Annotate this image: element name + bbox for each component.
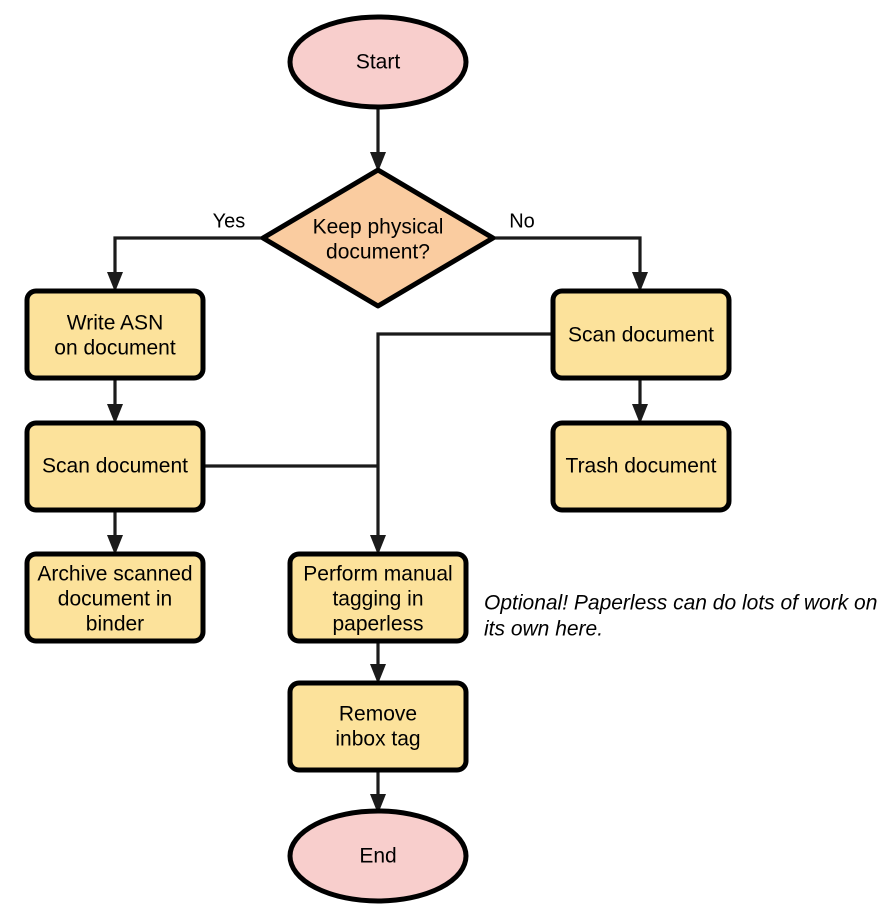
decision-diamond[interactable] (260, 167, 496, 309)
edge-label-yes: Yes (213, 210, 246, 232)
archive-box[interactable] (24, 551, 206, 644)
arrowhead-icon (370, 152, 386, 172)
node-write-asn-label-line2: on document (54, 337, 176, 360)
arrowhead-icon (370, 664, 386, 684)
node-remove-inbox-label-line2: inbox tag (335, 728, 420, 751)
scan-document-left-box[interactable] (24, 420, 206, 513)
edge-scan-right-to-trash (632, 378, 648, 424)
edge-scan-right-to-manual-tagging (370, 332, 553, 555)
edge-decision-no-to-scan-right: No (493, 210, 648, 292)
node-end-label: End (359, 845, 396, 868)
node-manual-tagging[interactable]: Perform manual tagging in paperless (287, 551, 469, 644)
arrowhead-icon (370, 794, 386, 814)
start-ellipse[interactable] (287, 14, 469, 110)
end-ellipse[interactable] (287, 808, 469, 904)
node-start-label: Start (356, 51, 401, 74)
node-write-asn[interactable]: Write ASN on document (24, 288, 206, 381)
arrowhead-icon (107, 404, 123, 424)
node-manual-tagging-label-line3: paperless (332, 613, 423, 636)
node-archive-label-line1: Archive scanned (37, 563, 192, 586)
arrowhead-icon (107, 272, 123, 292)
node-scan-document-right-label: Scan document (568, 324, 714, 347)
node-decision-label-line1: Keep physical (313, 216, 444, 239)
edge-line (113, 236, 263, 283)
annotation-optional-note: Optional! Paperless can do lots of work … (484, 592, 877, 641)
node-scan-document-right[interactable]: Scan document (550, 288, 732, 381)
edge-scan-left-to-archive (107, 510, 123, 555)
arrowhead-icon (632, 404, 648, 424)
node-trash-document[interactable]: Trash document (550, 420, 732, 513)
node-write-asn-label-line1: Write ASN (67, 312, 163, 335)
arrowhead-icon (370, 535, 386, 555)
edge-decision-yes-to-write-asn: Yes (107, 210, 263, 292)
node-archive-label-line3: binder (86, 613, 144, 636)
edge-line (493, 236, 642, 283)
annotation-line2: its own here. (484, 618, 603, 641)
edge-line (376, 332, 553, 546)
edge-start-to-decision (370, 107, 386, 172)
node-archive-label-line2: document in (58, 588, 172, 611)
node-scan-document-left-label: Scan document (42, 455, 188, 478)
edge-label-no: No (509, 210, 535, 232)
node-manual-tagging-label-line2: tagging in (332, 588, 423, 611)
node-end[interactable]: End (287, 808, 469, 904)
node-manual-tagging-label-line1: Perform manual (303, 563, 452, 586)
node-start[interactable]: Start (287, 14, 469, 110)
annotation-line1: Optional! Paperless can do lots of work … (484, 592, 877, 615)
scan-document-right-box[interactable] (550, 288, 732, 381)
manual-tagging-box[interactable] (287, 551, 469, 644)
node-remove-inbox-label-line1: Remove (339, 703, 417, 726)
arrowhead-icon (632, 272, 648, 292)
arrowhead-icon (107, 535, 123, 555)
node-decision-label-line2: document? (326, 241, 430, 264)
node-trash-document-label: Trash document (566, 455, 717, 478)
trash-document-box[interactable] (550, 420, 732, 513)
edge-manual-tagging-to-remove-inbox (370, 641, 386, 684)
node-archive-scanned-document[interactable]: Archive scanned document in binder (24, 551, 206, 644)
node-remove-inbox-tag[interactable]: Remove inbox tag (287, 680, 469, 773)
node-scan-document-left[interactable]: Scan document (24, 420, 206, 513)
edge-remove-inbox-to-end (370, 770, 386, 814)
write-asn-box[interactable] (24, 288, 206, 381)
edge-write-asn-to-scan-left (107, 378, 123, 424)
remove-inbox-tag-box[interactable] (287, 680, 469, 773)
node-decision-keep-physical-document[interactable]: Keep physical document? (260, 167, 496, 309)
